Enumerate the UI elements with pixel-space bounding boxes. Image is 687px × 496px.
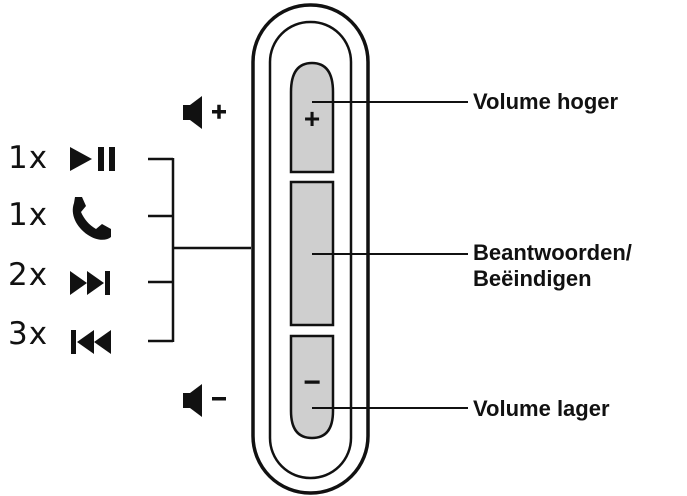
volume-up-button[interactable]: + [289, 61, 335, 174]
plus-symbol: + [304, 103, 320, 134]
label-volume-down: Volume lager [473, 396, 610, 421]
volume-down-icon [183, 384, 226, 417]
play-pause-icon [70, 147, 115, 171]
minus-symbol: − [303, 366, 321, 399]
count-play-pause: 1x [8, 140, 49, 176]
label-answer-end-line2: Beëindigen [473, 266, 592, 291]
count-phone: 1x [8, 197, 49, 233]
volume-down-button[interactable]: − [289, 334, 335, 440]
next-track-icon [70, 271, 110, 295]
label-answer-end-line1: Beantwoorden/ [473, 240, 632, 265]
count-next-track: 2x [8, 257, 49, 293]
phone-icon [72, 197, 111, 240]
volume-up-icon [183, 96, 226, 129]
controls-bracket [148, 157, 251, 343]
label-volume-up: Volume hoger [473, 89, 619, 114]
count-previous-track: 3x [8, 316, 49, 352]
previous-track-icon [71, 330, 111, 354]
